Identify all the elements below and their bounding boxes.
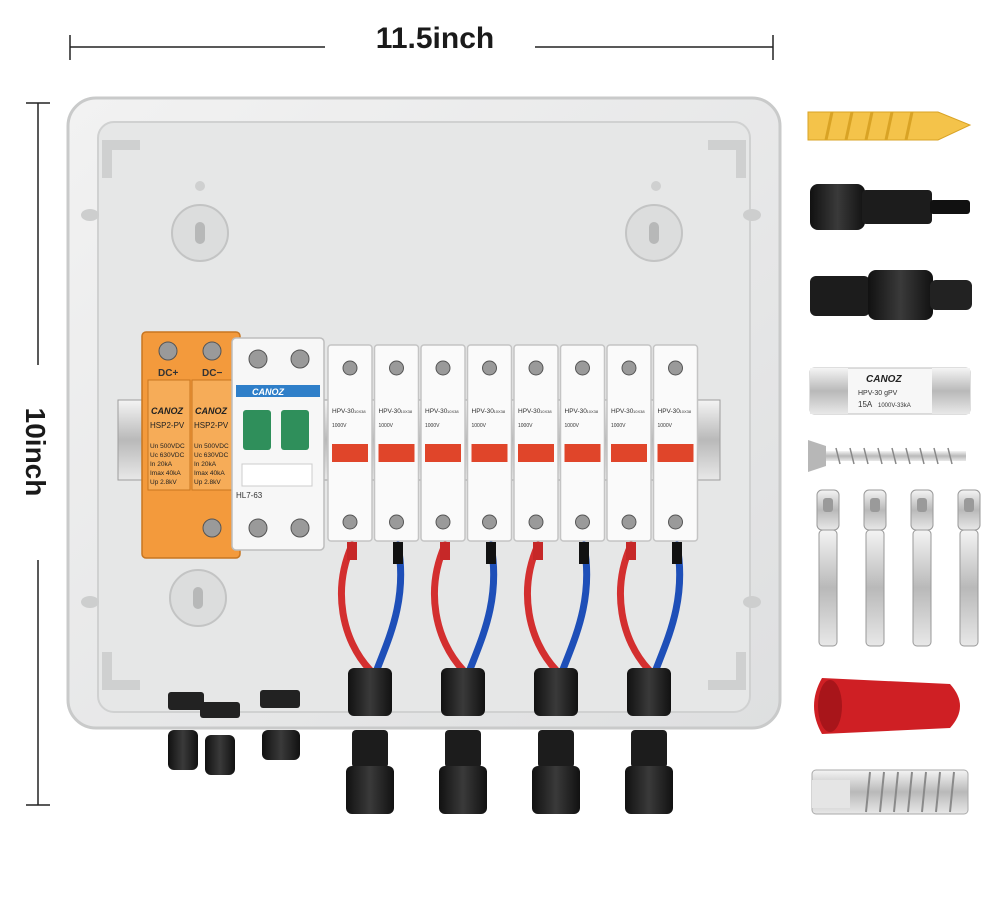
spd-spec-line: Imax 40kA <box>150 470 181 477</box>
fuse-holder-size: 10X38 <box>401 409 413 414</box>
crimp-pin <box>910 489 934 647</box>
screw-accessory <box>808 440 966 472</box>
wire-bundle <box>338 541 684 716</box>
fuse-holder-model: HPV-30 <box>611 408 634 415</box>
spd-minus-label: DC− <box>202 368 222 379</box>
mounting-hole <box>171 204 229 262</box>
fuse-holder-model: HPV-30 <box>332 408 355 415</box>
mc4-connector-row <box>346 730 673 814</box>
crimp-pin-set <box>816 489 981 647</box>
mc4-connector <box>346 730 394 814</box>
height-dimension-line <box>26 102 50 806</box>
wire-ferrule <box>579 542 589 564</box>
fuse-holder-rating: 1000V <box>518 423 533 429</box>
wire-ferrule <box>440 542 450 560</box>
spd-brand: CANOZ <box>151 406 183 416</box>
fuse-accessory: CANOZ HPV-30 gPV 15A 1000V-33kA <box>809 367 971 415</box>
fuse-rating: 15A <box>858 400 873 409</box>
crimp-pin <box>863 489 887 647</box>
spd-model: HSP2-PV <box>150 421 185 430</box>
mc4-connector <box>439 730 487 814</box>
fuse-holder-size: 10X38 <box>633 409 645 414</box>
fuse-holder-size: 10X38 <box>680 409 692 414</box>
crimp-pin <box>816 489 840 647</box>
cable-gland <box>441 668 485 716</box>
fuse-holder-rating: 1000V <box>658 423 673 429</box>
fuse-holder-rating: 1000V <box>379 423 394 429</box>
fuse-holder-size: 10X38 <box>540 409 552 414</box>
spd-brand: CANOZ <box>195 406 227 416</box>
red-wire <box>338 541 374 674</box>
fuse-holder-model: HPV-30 <box>425 408 448 415</box>
fuse-holder-model: HPV-30 <box>379 408 402 415</box>
fuse-holder-model: HPV-30 <box>472 408 495 415</box>
spd-spec-line: Up 2.8kV <box>150 479 177 486</box>
fuse-holder-size: 10X38 <box>587 409 599 414</box>
fuse-model: HPV-30 gPV <box>858 390 898 397</box>
fuse-holder-size: 10X38 <box>494 409 506 414</box>
wire-ferrule <box>672 542 682 564</box>
mc4-male-connector-accessory <box>810 184 970 230</box>
wire-ferrule <box>347 542 357 560</box>
red-wire <box>617 541 653 674</box>
spd-spec-line: In 20kA <box>194 461 217 468</box>
mc4-connector <box>625 730 673 814</box>
mounting-hole <box>169 569 227 627</box>
cable-gland <box>627 668 671 716</box>
cable-gland-group <box>168 690 300 775</box>
spd-spec-line: Uc 630VDC <box>150 452 185 459</box>
wire-ferrule <box>393 542 403 564</box>
breaker-brand: CANOZ <box>252 387 284 397</box>
wire-ferrule <box>626 542 636 560</box>
fuse-capacity: 1000V-33kA <box>878 403 911 409</box>
fuse-holder-rating: 1000V <box>611 423 626 429</box>
fuse-holder-rating: 1000V <box>565 423 580 429</box>
crimp-pin <box>957 489 981 647</box>
wire-ferrule <box>486 542 496 564</box>
surge-protective-device: DC+ DC− CANOZ CANOZ HSP2-PV HSP2-PV Un 5… <box>141 331 241 559</box>
width-dimension-label: 11.5inch <box>375 22 495 55</box>
spd-spec-line: Up 2.8kV <box>194 479 221 486</box>
fuse-holder-model: HPV-30 <box>565 408 588 415</box>
red-wire <box>524 541 560 674</box>
spd-spec-line: Uc 630VDC <box>194 452 229 459</box>
mc4-female-connector-accessory <box>810 270 972 320</box>
dc-circuit-breaker: CANOZ HL7-63 <box>231 337 325 551</box>
red-wire <box>431 541 467 674</box>
spd-plus-label: DC+ <box>158 368 178 379</box>
width-dimension-line <box>69 35 774 60</box>
wall-anchor-accessory <box>807 111 972 141</box>
mounting-hole <box>625 204 683 262</box>
cable-gland <box>534 668 578 716</box>
cable-gland <box>348 668 392 716</box>
fuse-holder-size: 10X38 <box>447 409 459 414</box>
fuse-holder-rating: 1000V <box>332 423 347 429</box>
fuse-holder-size: 10X38 <box>354 409 366 414</box>
fuse-holder-rating: 1000V <box>425 423 440 429</box>
fuse-holder-model: HPV-30 <box>518 408 541 415</box>
spd-spec-line: Imax 40kA <box>194 470 225 477</box>
fuse-holder-model: HPV-30 <box>658 408 681 415</box>
breaker-model: HL7-63 <box>236 491 263 500</box>
wire-ferrule <box>533 542 543 560</box>
copper-lug-accessory <box>811 769 969 815</box>
spd-spec-line: In 20kA <box>150 461 173 468</box>
spd-spec-line: Un 500VDC <box>194 443 229 450</box>
insulating-sleeve-accessory <box>814 678 960 734</box>
mc4-connector <box>532 730 580 814</box>
fuse-brand: CANOZ <box>866 374 902 385</box>
fuse-holder-rating: 1000V <box>472 423 487 429</box>
spd-spec-line: Un 500VDC <box>150 443 185 450</box>
spd-model: HSP2-PV <box>194 421 229 430</box>
